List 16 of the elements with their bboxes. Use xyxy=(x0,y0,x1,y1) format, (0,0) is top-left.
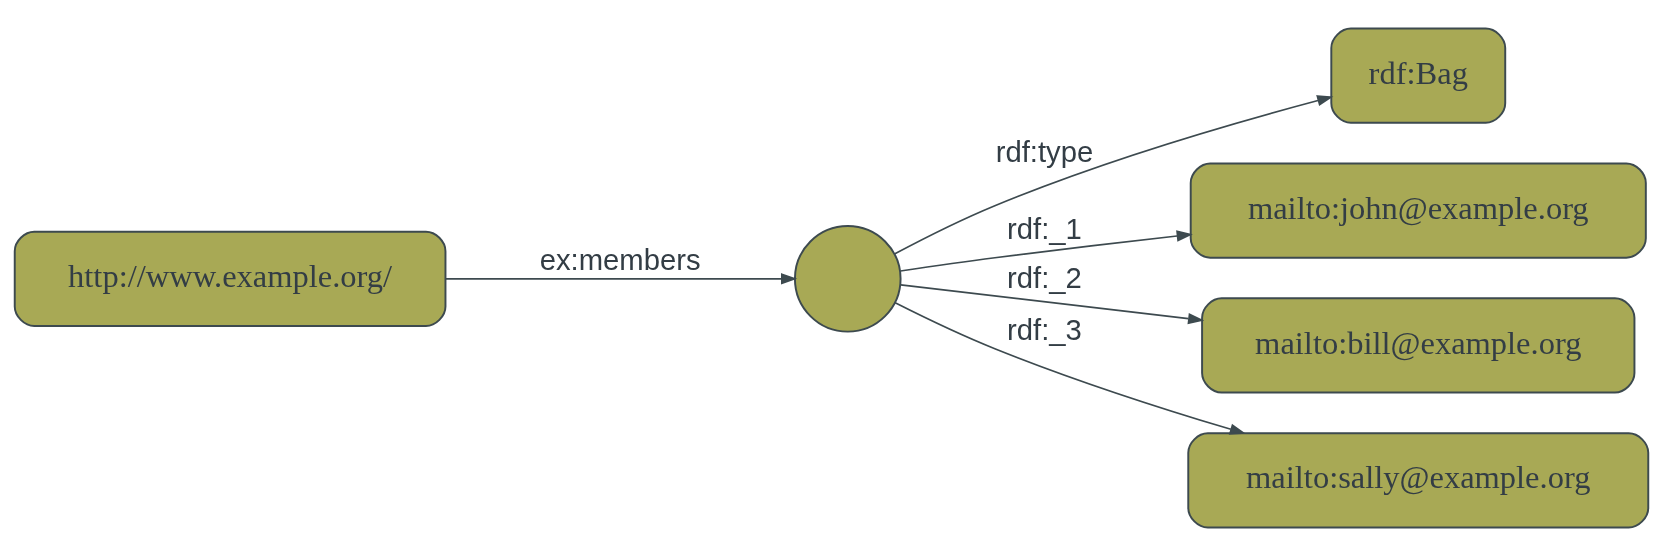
node-box: http://www.example.org/ xyxy=(13,230,447,327)
arrow xyxy=(444,272,798,284)
node-circle xyxy=(793,224,902,333)
arrow xyxy=(899,229,1193,272)
arrow xyxy=(893,94,1334,255)
node-box: mailto:sally@example.org xyxy=(1187,431,1650,528)
edge-label: rdf:_1 xyxy=(1007,212,1082,245)
edge-label: ex:members xyxy=(539,243,701,276)
arrow xyxy=(899,283,1205,324)
edge-label: rdf:type xyxy=(995,135,1094,168)
edge-label: rdf:_2 xyxy=(1007,261,1082,294)
node-box: mailto:bill@example.org xyxy=(1201,296,1636,394)
edge-label: rdf:_3 xyxy=(1007,313,1082,346)
node-box: mailto:john@example.org xyxy=(1189,161,1647,259)
node-box: rdf:Bag xyxy=(1330,27,1507,124)
arrow xyxy=(894,301,1246,435)
